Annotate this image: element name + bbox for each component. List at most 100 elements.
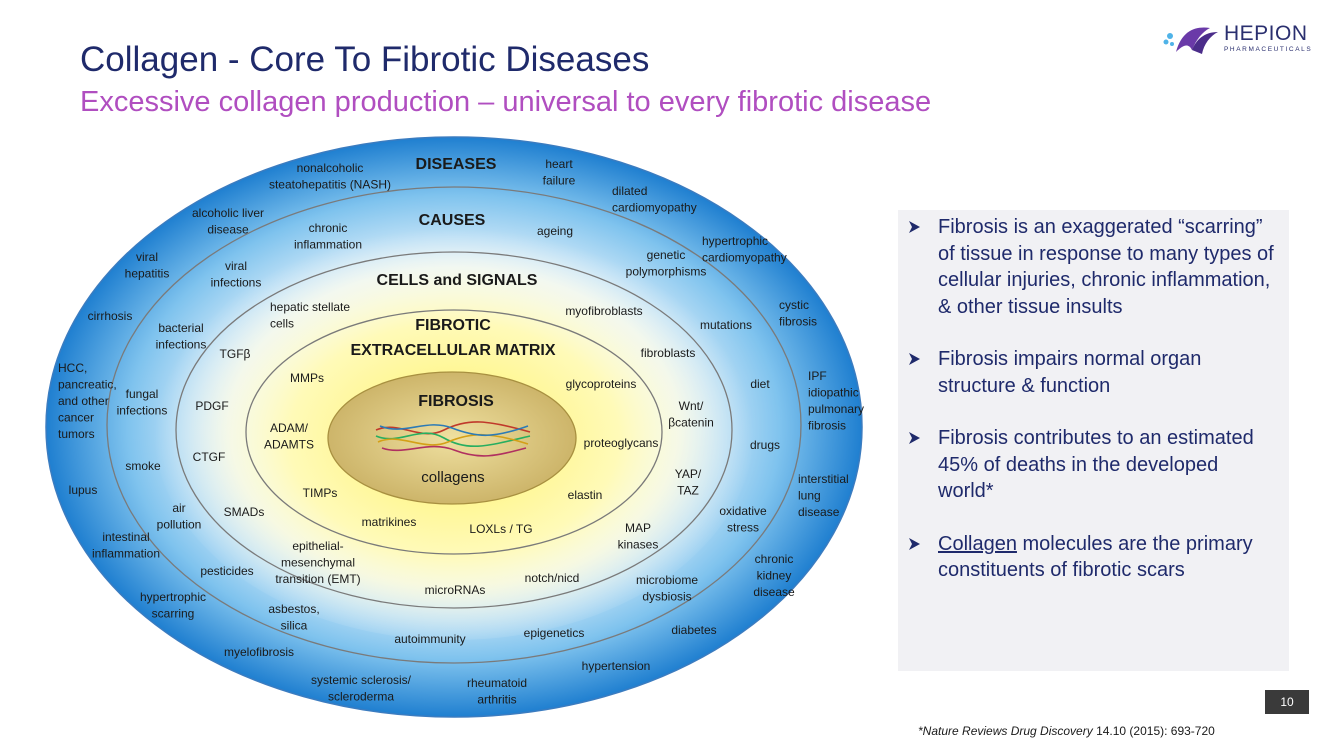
ecm-label: matrikines: [362, 515, 417, 529]
ecm-label-line: ADAM/: [270, 421, 309, 435]
disease-label-line: inflammation: [92, 547, 160, 561]
citation-details: 14.10 (2015): 693-720: [1092, 724, 1215, 738]
cell-signal-label: SMADs: [224, 505, 265, 519]
disease-label-line: scleroderma: [328, 690, 394, 704]
disease-label-line: cardiomyopathy: [612, 201, 697, 215]
disease-label: hypertension: [582, 659, 651, 673]
ecm-heading-line2: EXTRACELLULAR MATRIX: [350, 342, 555, 359]
cause-label: autoimmunity: [394, 632, 465, 646]
cause-label-line: drugs: [750, 438, 780, 452]
disease-label: alcoholic liver disease: [192, 206, 264, 237]
cell-signal-label: YAP/TAZ: [675, 467, 702, 498]
disease-label: cirrhosis: [88, 309, 133, 323]
disease-label: myelofibrosis: [224, 645, 294, 659]
cause-label-line: mutations: [700, 318, 752, 332]
key-point-item: Collagen molecules are the primary const…: [908, 531, 1277, 584]
ecm-heading-line1: FIBROTIC: [415, 317, 491, 334]
cell-signal-label: TGFβ: [220, 347, 251, 361]
ecm-label: MMPs: [290, 371, 324, 385]
disease-label-line: alcoholic liver: [192, 206, 264, 220]
cause-label-line: fungal: [126, 387, 159, 401]
ecm-label: TIMPs: [303, 486, 338, 500]
disease-label-line: hypertrophic: [140, 590, 206, 604]
diseases-heading: DISEASES: [416, 156, 497, 173]
cause-label-line: chronic: [309, 221, 348, 235]
disease-label-line: pulmonary: [808, 402, 864, 416]
disease-label-line: disease: [798, 505, 840, 519]
cause-label-line: dysbiosis: [642, 590, 691, 604]
disease-label-line: myelofibrosis: [224, 645, 294, 659]
cells-signals-ring: [175, 251, 733, 609]
cell-signal-label-line: microRNAs: [425, 583, 486, 597]
cause-label: ageing: [537, 224, 573, 238]
disease-label-line: cardiomyopathy: [702, 251, 787, 265]
disease-label-line: IPF: [808, 369, 827, 383]
disease-label-line: rheumatoid: [467, 676, 527, 690]
fibrosis-heading: FIBROSIS: [418, 393, 494, 410]
cell-signal-label-line: Wnt/: [679, 399, 704, 413]
cause-label: bacterial infections: [156, 321, 207, 352]
cause-label-line: air: [172, 501, 185, 515]
key-points-list: Fibrosis is an exaggerated “scarring” of…: [908, 214, 1277, 584]
cause-label-line: polymorphisms: [626, 265, 707, 279]
key-points-panel: Fibrosis is an exaggerated “scarring” of…: [898, 210, 1289, 671]
cause-label-line: bacterial: [158, 321, 203, 335]
collagens-label: collagens: [421, 469, 484, 486]
cell-signal-label-line: βcatenin: [668, 416, 714, 430]
fibrosis-core: [327, 371, 577, 505]
cell-signal-label: CTGF: [193, 450, 226, 464]
cause-label: fungal infections: [117, 387, 168, 418]
disease-label-line: disease: [207, 223, 249, 237]
hepion-logo-icon: [1163, 27, 1218, 54]
cell-signal-label-line: TAZ: [677, 484, 699, 498]
cell-signal-label-line: hepatic stellate: [270, 300, 350, 314]
disease-label-line: disease: [753, 585, 795, 599]
cause-label: smoke: [125, 459, 161, 473]
cell-signal-label: myofibroblasts: [565, 304, 642, 318]
cell-signal-label-line: SMADs: [224, 505, 265, 519]
disease-label-line: cirrhosis: [88, 309, 133, 323]
disease-label-line: fibrosis: [808, 419, 846, 433]
cell-signal-label-line: mesenchymal: [281, 556, 355, 570]
key-point-text: Fibrosis impairs normal organ structure …: [938, 348, 1202, 397]
cause-label-line: autoimmunity: [394, 632, 465, 646]
cause-label-line: infections: [117, 404, 168, 418]
logo-subtext: PHARMACEUTICALS: [1224, 46, 1313, 53]
disease-label: lupus: [69, 483, 98, 497]
cells-signals-heading: CELLS and SIGNALS: [377, 272, 538, 289]
ecm-label: elastin: [568, 488, 603, 502]
citation: *Nature Reviews Drug Discovery 14.10 (20…: [918, 724, 1215, 738]
cause-label-line: asbestos,: [268, 602, 319, 616]
disease-label-line: dilated: [612, 184, 647, 198]
cause-label: asbestos,silica: [268, 602, 319, 633]
ecm-label-line: TIMPs: [303, 486, 338, 500]
cause-label-line: pesticides: [200, 564, 253, 578]
disease-label-line: lupus: [69, 483, 98, 497]
cause-label-line: pollution: [157, 518, 202, 532]
ecm-ring: [245, 309, 663, 555]
ring-headings: DISEASES CAUSES CELLS and SIGNALS FIBROT…: [350, 156, 555, 486]
cause-label: mutations: [700, 318, 752, 332]
cause-label-line: epigenetics: [524, 626, 585, 640]
ecm-label: proteoglycans: [584, 436, 659, 450]
arrow-bullet-icon: [909, 353, 920, 365]
cell-signal-label: PDGF: [195, 399, 228, 413]
ecm-label-line: matrikines: [362, 515, 417, 529]
arrow-bullet-icon: [909, 537, 920, 550]
cell-signal-label-line: fibroblasts: [641, 346, 696, 360]
cell-signal-label-line: transition (EMT): [275, 572, 360, 586]
cause-label-line: infections: [156, 338, 207, 352]
disease-label-line: tumors: [58, 427, 95, 441]
disease-label-line: and other: [58, 394, 109, 408]
key-point-item: Fibrosis is an exaggerated “scarring” of…: [908, 214, 1277, 320]
